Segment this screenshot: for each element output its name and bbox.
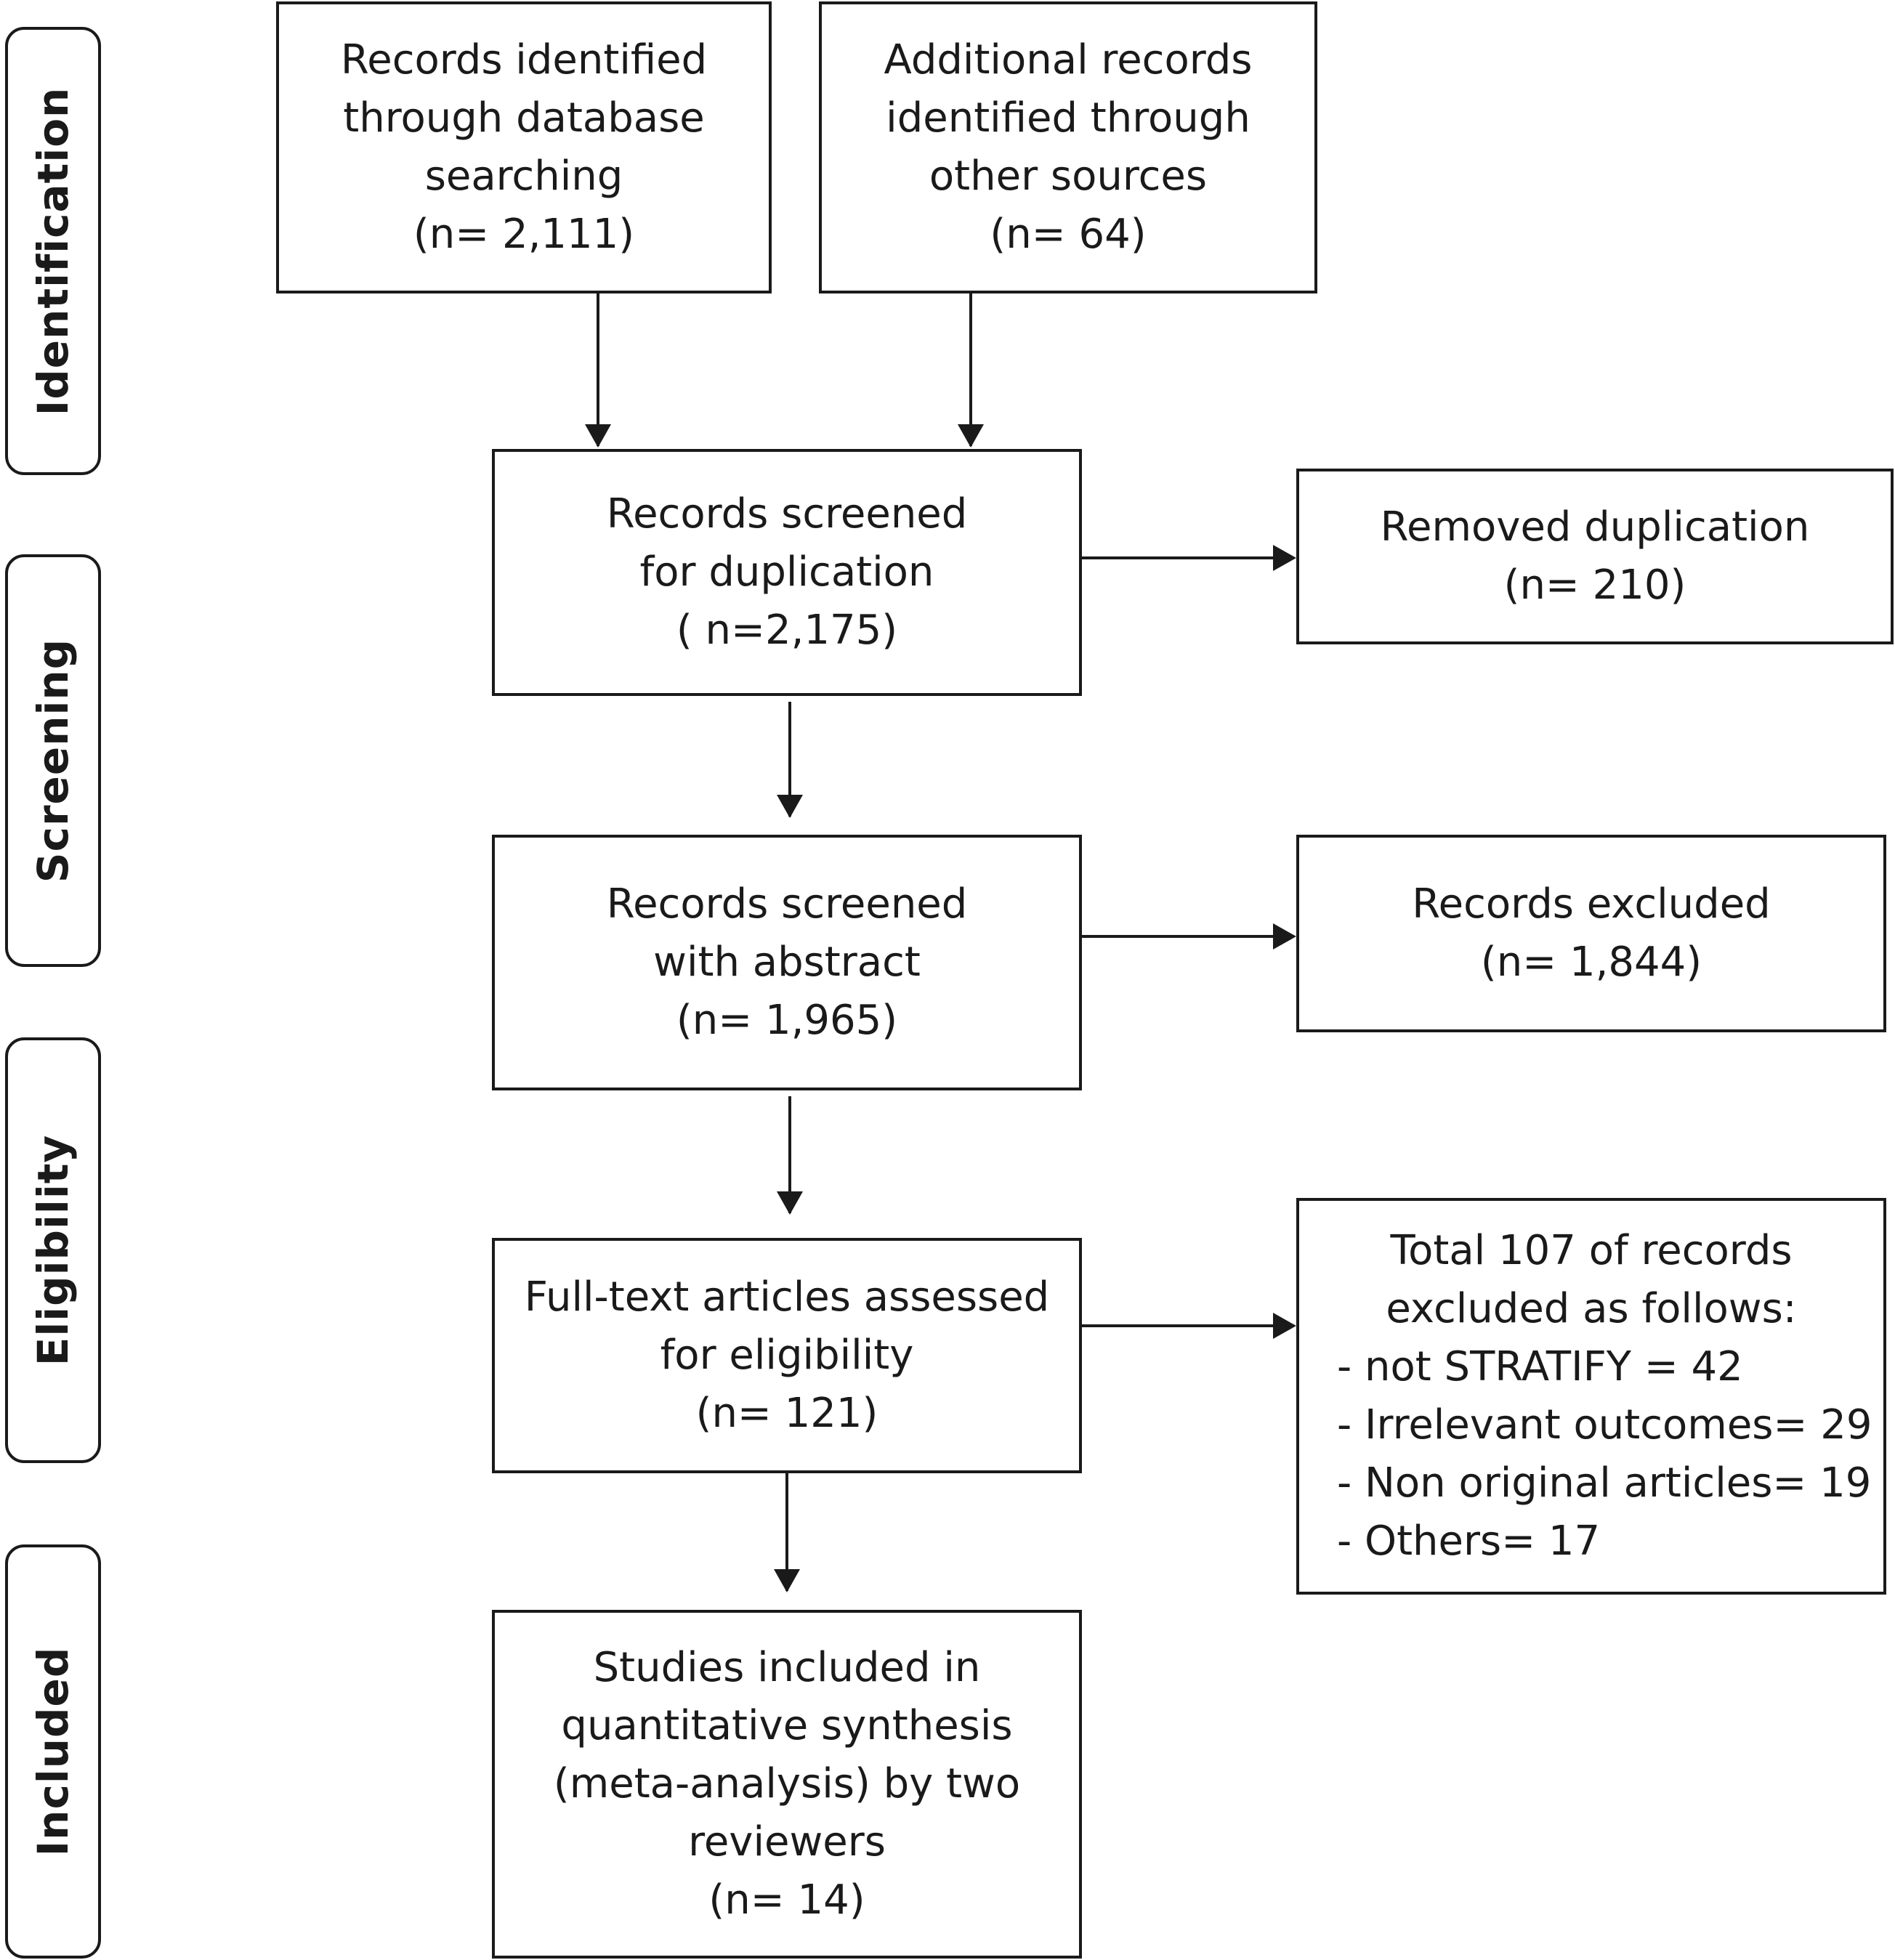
fulltext-assessed-box: Full-text articles assessed for eligibil… bbox=[492, 1238, 1082, 1473]
box-line: Studies included in bbox=[593, 1644, 981, 1691]
phase-eligibility: Eligibility bbox=[5, 1037, 101, 1463]
box-line: Additional records bbox=[884, 36, 1253, 84]
box-line: excluded as follows: bbox=[1386, 1285, 1797, 1332]
database-search-box: Records identified through database sear… bbox=[276, 1, 772, 293]
box-line: (meta-analysis) by two bbox=[553, 1760, 1021, 1807]
arrowhead-icon bbox=[777, 795, 803, 818]
box-line: Total 107 of records bbox=[1390, 1227, 1793, 1274]
box-line: for duplication bbox=[639, 548, 934, 596]
box-line: Full-text articles assessed bbox=[524, 1273, 1050, 1321]
box-line: (n= 14) bbox=[708, 1876, 865, 1924]
box-line: with abstract bbox=[653, 939, 921, 986]
box-line: Records excluded bbox=[1412, 880, 1771, 928]
box-line: ( n=2,175) bbox=[676, 607, 898, 654]
box-line: (n= 1,965) bbox=[676, 997, 898, 1044]
arrowhead-icon bbox=[585, 424, 611, 448]
box-line: reviewers bbox=[688, 1818, 886, 1866]
other-sources-box: Additional records identified through ot… bbox=[819, 1, 1317, 293]
arrowhead-icon bbox=[958, 424, 984, 448]
list-item: - not STRATIFY = 42 bbox=[1337, 1343, 1743, 1390]
box-line: Records screened bbox=[606, 880, 968, 928]
arrowhead-icon bbox=[774, 1569, 800, 1592]
box-line: Records screened bbox=[606, 490, 968, 538]
box-line: other sources bbox=[929, 153, 1208, 200]
box-line: Removed duplication bbox=[1380, 503, 1810, 551]
phase-screening: Screening bbox=[5, 554, 101, 967]
arrowhead-icon bbox=[1273, 545, 1296, 571]
exclusion-heading: Total 107 of records excluded as follows… bbox=[1386, 1222, 1796, 1338]
box-line: identified through bbox=[886, 94, 1250, 142]
box-line: (n= 64) bbox=[990, 211, 1147, 258]
fulltext-excluded-box: Total 107 of records excluded as follows… bbox=[1296, 1198, 1886, 1595]
box-line: (n= 121) bbox=[695, 1390, 878, 1437]
arrowhead-icon bbox=[1273, 1313, 1296, 1339]
box-line: quantitative synthesis bbox=[561, 1702, 1013, 1749]
records-excluded-box: Records excluded (n= 1,844) bbox=[1296, 835, 1886, 1032]
list-item: - Others= 17 bbox=[1337, 1518, 1601, 1565]
screened-abstract-box: Records screened with abstract (n= 1,965… bbox=[492, 835, 1082, 1090]
box-line: searching bbox=[424, 153, 623, 200]
exclusion-reasons-list: - not STRATIFY = 42 - Irrelevant outcome… bbox=[1299, 1338, 1883, 1571]
removed-duplication-box: Removed duplication (n= 210) bbox=[1296, 469, 1894, 644]
studies-included-box: Studies included in quantitative synthes… bbox=[492, 1610, 1082, 1959]
box-line: Records identified bbox=[340, 36, 708, 84]
list-item: - Irrelevant outcomes= 29 bbox=[1337, 1401, 1872, 1449]
phase-included: Included bbox=[5, 1544, 101, 1959]
arrowhead-icon bbox=[777, 1191, 803, 1215]
box-line: (n= 2,111) bbox=[413, 211, 635, 258]
box-line: (n= 210) bbox=[1503, 562, 1686, 609]
screened-duplication-box: Records screened for duplication ( n=2,1… bbox=[492, 449, 1082, 696]
phase-identification: Identification bbox=[5, 27, 101, 475]
box-line: (n= 1,844) bbox=[1480, 939, 1702, 986]
box-line: through database bbox=[343, 94, 705, 142]
list-item: - Non original articles= 19 bbox=[1337, 1459, 1872, 1507]
box-line: for eligibility bbox=[660, 1332, 914, 1379]
arrowhead-icon bbox=[1273, 923, 1296, 949]
